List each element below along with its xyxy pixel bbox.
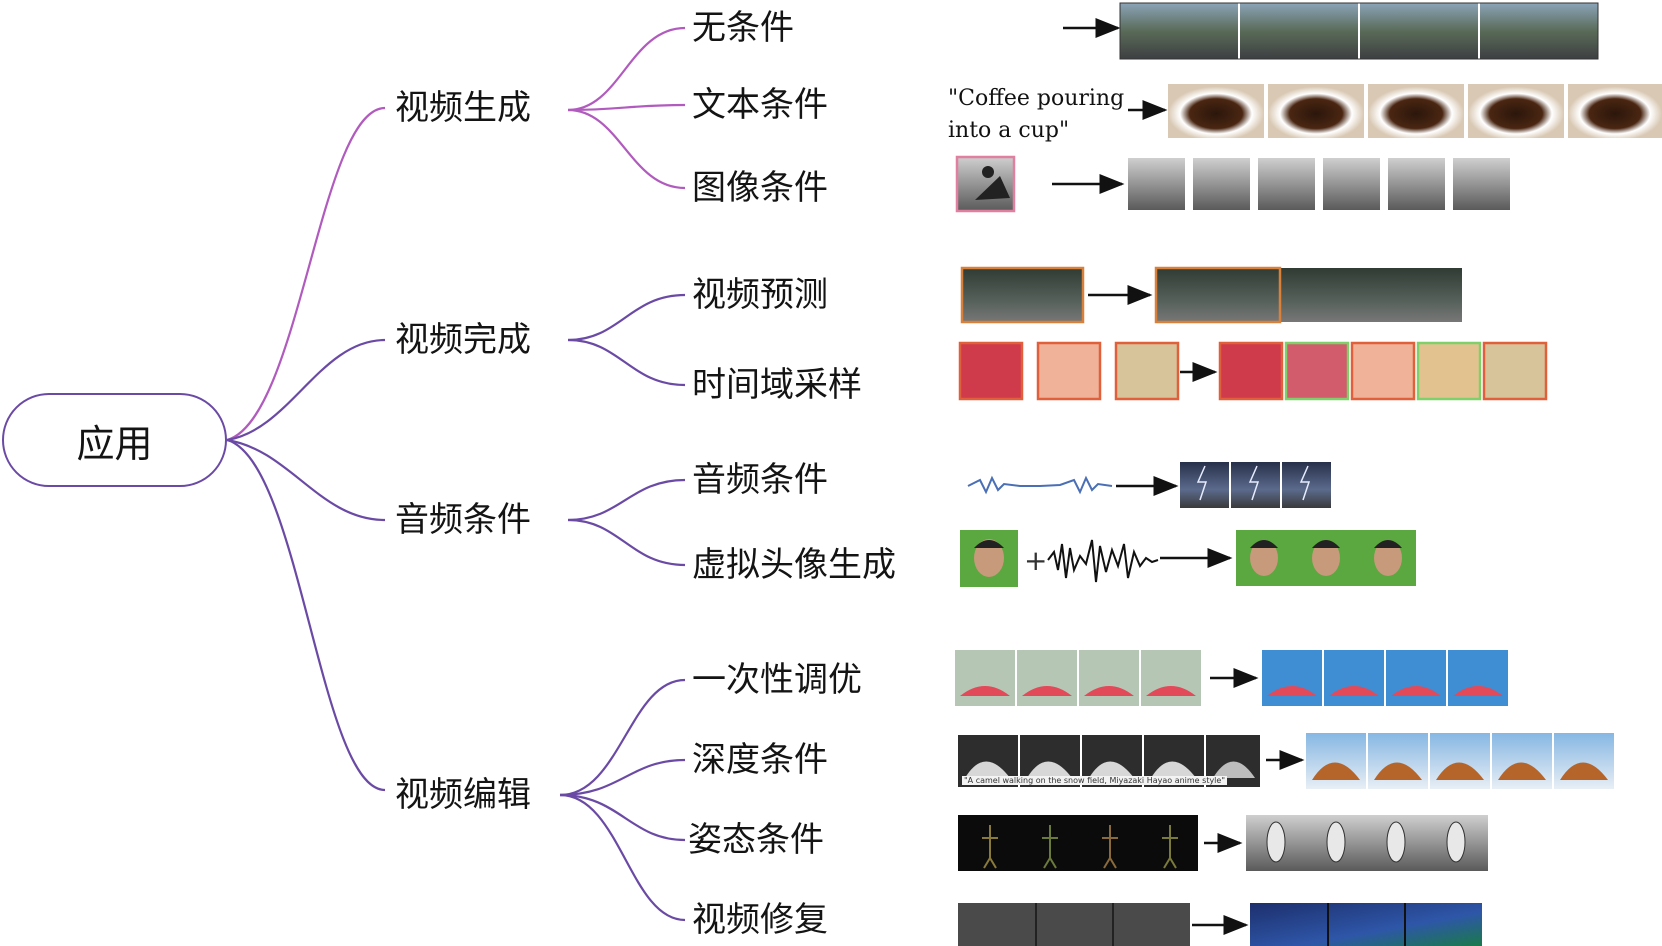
depth-caption: "A camel walking on the snow field, Miya…: [962, 776, 1228, 785]
edge-ac-audio: [567, 478, 686, 522]
strip-pose-input: [958, 815, 1198, 871]
text-prompt-line-2: into a cup": [948, 117, 1070, 143]
category-video-completion: 视频完成: [395, 320, 531, 360]
edge-vg-image: [567, 108, 686, 190]
strip-text: [1168, 84, 1662, 138]
source-face: [960, 530, 1018, 587]
strip-prediction-input: [960, 266, 1085, 324]
leaf-image-condition: 图像条件: [692, 168, 828, 208]
leaf-unconditional: 无条件: [692, 8, 794, 48]
leaf-temporal-sampling: 时间域采样: [692, 365, 862, 405]
edge-ve-oneshot: [559, 678, 686, 797]
strip-oneshot-input: [955, 650, 1201, 706]
strip-depth-output: [1306, 733, 1614, 789]
root-label: 应用: [76, 421, 153, 466]
strip-prediction-output: [1154, 266, 1462, 324]
edge-root-video-generation: [226, 106, 386, 442]
strip-oneshot-output: [1262, 650, 1508, 706]
strip-inpaint-output: [1250, 903, 1482, 946]
strip-avatar: [1236, 530, 1416, 586]
category-audio-condition: 音频条件: [395, 500, 531, 540]
strip-temporal-input: [958, 341, 1180, 401]
strip-audio: [1180, 462, 1331, 508]
leaf-one-shot-tuning: 一次性调优: [692, 660, 862, 700]
strip-temporal-output: [1218, 341, 1548, 401]
edge-ac-avatar: [567, 518, 686, 567]
edge-ve-pose: [559, 793, 686, 842]
strip-unconditional: [1119, 2, 1599, 60]
edge-ve-inpaint: [559, 793, 686, 922]
category-video-editing: 视频编辑: [395, 775, 531, 815]
leaf-audio-condition: 音频条件: [692, 460, 828, 500]
edge-ve-depth: [559, 758, 686, 797]
leaf-pose-condition: 姿态条件: [688, 820, 824, 860]
source-image-surfer: [955, 155, 1016, 213]
strip-inpaint-input: [958, 903, 1190, 946]
root-node: 应用: [2, 393, 227, 487]
text-prompt-line-1: "Coffee pouring: [948, 86, 1125, 111]
speech-waveform: [1047, 539, 1159, 583]
edge-root-video-completion: [226, 338, 386, 442]
edge-vc-prediction: [567, 293, 686, 342]
text-prompt: "Coffee pouring into a cup": [948, 83, 1124, 147]
leaf-video-prediction: 视频预测: [692, 275, 828, 315]
audio-waveform: [967, 475, 1113, 495]
category-video-generation: 视频生成: [395, 88, 531, 128]
edge-root-video-editing: [226, 438, 386, 792]
plus-sign: +: [1024, 544, 1047, 577]
leaf-video-inpainting: 视频修复: [692, 900, 828, 940]
edge-vc-temporal: [567, 338, 686, 387]
leaf-text-condition: 文本条件: [692, 85, 828, 125]
strip-image: [1128, 158, 1510, 210]
edge-root-audio-condition: [226, 438, 386, 522]
strip-pose-output: [1246, 815, 1488, 871]
leaf-depth-condition: 深度条件: [692, 740, 828, 780]
edge-vg-unconditional: [567, 26, 686, 112]
edge-vg-text: [567, 103, 686, 112]
leaf-avatar-generation: 虚拟头像生成: [692, 545, 896, 585]
